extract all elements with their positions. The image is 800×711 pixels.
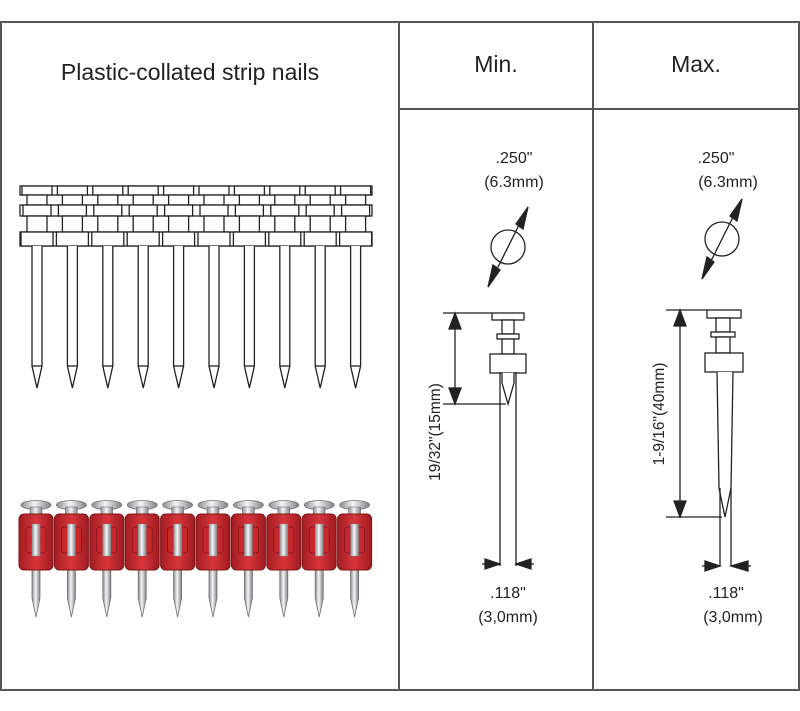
drawn-nail <box>91 185 125 389</box>
max-head-diameter-inch: .250" <box>698 150 735 167</box>
min-shank-diameter-inch: .118" <box>490 585 526 602</box>
drawn-nail <box>20 185 54 389</box>
max-column-header: Max. <box>671 51 721 77</box>
max-nail-diagram <box>666 198 751 572</box>
nail-strip-photo <box>18 500 373 618</box>
drawn-nail <box>197 185 231 389</box>
drawn-nail <box>232 185 267 389</box>
drawn-nail <box>303 185 337 389</box>
red-collated-nail <box>266 500 302 618</box>
min-nail-diagram <box>443 206 534 570</box>
red-collated-nail <box>124 500 160 618</box>
page-title: Plastic-collated strip nails <box>61 59 319 85</box>
max-shank-diameter-mm: (3,0mm) <box>703 609 763 626</box>
drawn-nail <box>55 185 90 389</box>
max-length-label: 1-9/16"(40mm) <box>651 363 668 466</box>
max-head-diameter-mm: (6.3mm) <box>698 174 758 191</box>
drawn-nail <box>338 185 373 389</box>
table-frame <box>0 21 800 691</box>
min-column-header: Min. <box>474 51 517 77</box>
red-collated-nail <box>195 500 231 618</box>
red-collated-nail <box>337 500 373 618</box>
drawn-nail <box>161 185 196 389</box>
min-length-label: 19/32"(15mm) <box>427 383 444 481</box>
nail-strip-drawing <box>19 185 373 389</box>
min-head-diameter-inch: .250" <box>496 150 533 167</box>
red-collated-nail <box>89 500 125 618</box>
red-collated-nail <box>18 500 54 618</box>
red-collated-nail <box>230 500 266 618</box>
max-shank-diameter-inch: .118" <box>708 585 744 602</box>
drawn-nail <box>126 185 160 389</box>
red-collated-nail <box>53 500 89 618</box>
drawn-nail <box>268 185 302 389</box>
red-collated-nail <box>301 500 337 618</box>
red-collated-nail <box>160 500 196 618</box>
min-shank-diameter-mm: (3,0mm) <box>478 609 538 626</box>
min-head-diameter-mm: (6.3mm) <box>484 174 544 191</box>
